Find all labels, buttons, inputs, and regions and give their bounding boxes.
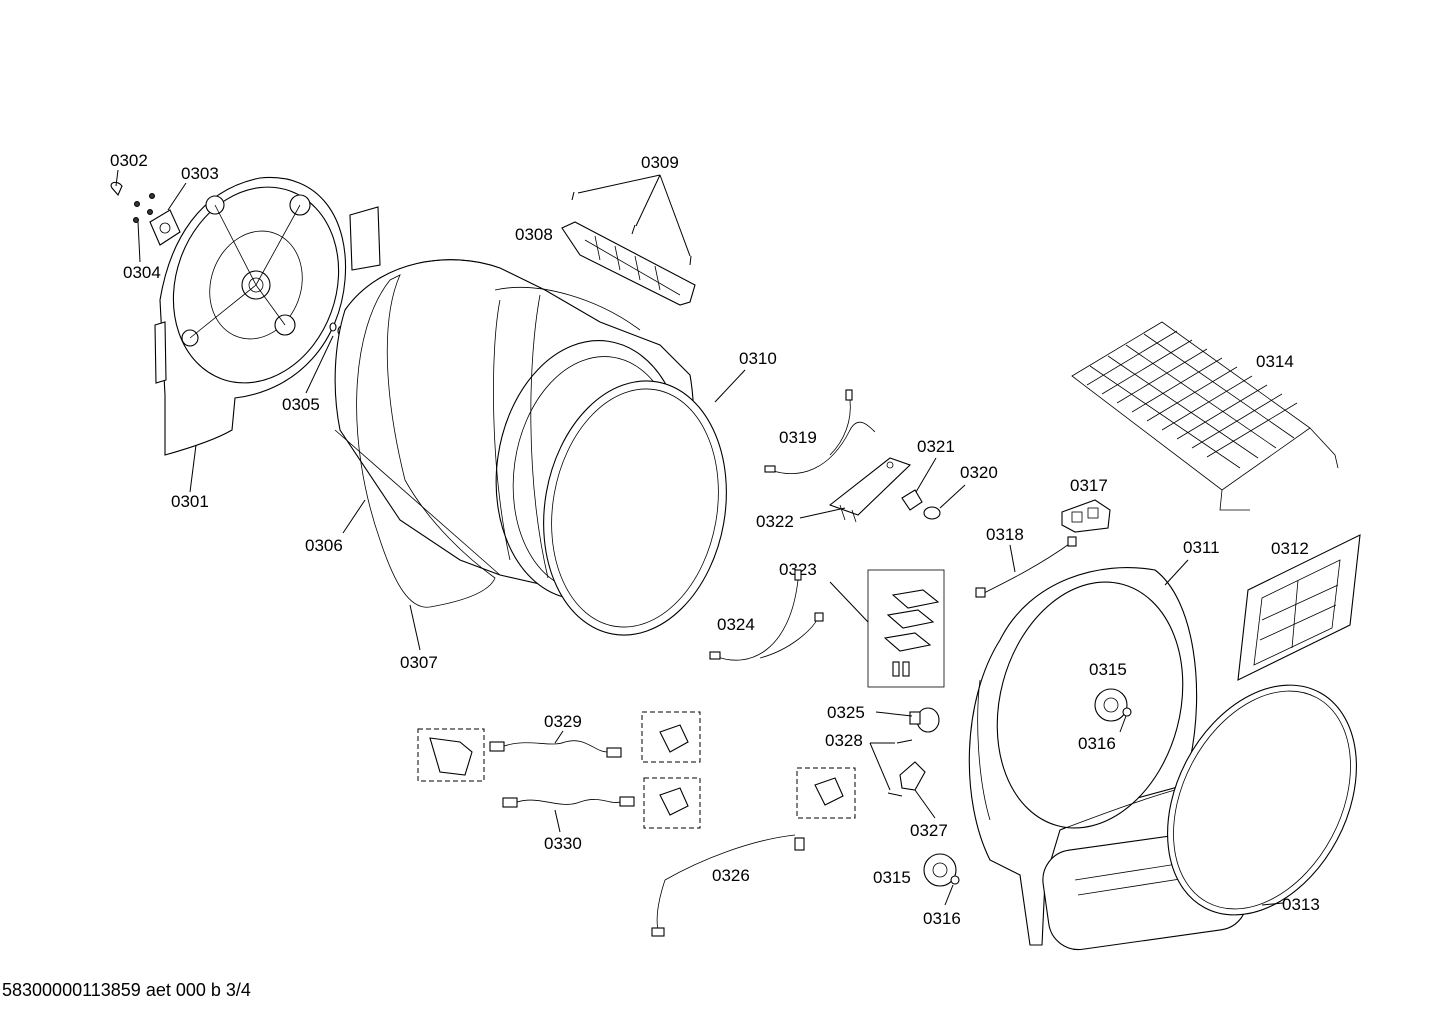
part-0323-sensor-set[interactable] <box>867 569 945 688</box>
callout-0315-upper: 0315 <box>1089 660 1127 679</box>
part-0322-sensor-bracket[interactable] <box>828 457 912 523</box>
part-0303-bearing-bracket[interactable] <box>149 209 181 246</box>
part-0326-sensor-wire[interactable] <box>651 834 805 937</box>
part-thermostat-box-3[interactable] <box>796 767 856 819</box>
callout-0304: 0304 <box>123 263 161 282</box>
callout-0311: 0311 <box>1183 538 1220 557</box>
callout-0312: 0312 <box>1271 539 1309 558</box>
callout-0318: 0318 <box>986 525 1024 544</box>
part-0314-drying-rack[interactable] <box>1071 321 1339 511</box>
part-0319-wire[interactable] <box>764 389 876 474</box>
drawing-reference-number: 58300000113859 aet 000 b 3/4 <box>2 980 251 1000</box>
part-0313-door-gasket[interactable] <box>1130 652 1395 947</box>
part-0324-wire[interactable] <box>709 569 824 661</box>
callout-0306: 0306 <box>305 536 343 555</box>
callout-0327: 0327 <box>910 821 948 840</box>
part-0312-lint-filter[interactable] <box>1237 534 1361 681</box>
callout-0309: 0309 <box>641 153 679 172</box>
part-0304-screws[interactable] <box>133 193 155 223</box>
callout-0321: 0321 <box>917 437 955 456</box>
part-0309-screws[interactable] <box>571 191 692 266</box>
callout-0322: 0322 <box>756 512 794 531</box>
callout-0329: 0329 <box>544 712 582 731</box>
part-0316-clip-lower[interactable] <box>950 875 960 885</box>
part-0311-front-bearing-panel[interactable] <box>968 561 1251 953</box>
part-0321-thermistor[interactable] <box>901 489 923 511</box>
callout-0319: 0319 <box>779 428 817 447</box>
callout-0317: 0317 <box>1070 476 1108 495</box>
callout-0308: 0308 <box>515 225 553 244</box>
part-0325-knob[interactable] <box>909 707 940 733</box>
callout-0324: 0324 <box>717 615 755 634</box>
part-thermostat-box-1[interactable] <box>641 711 701 763</box>
part-0327-thermostat[interactable] <box>899 761 926 791</box>
part-0316-clip-upper[interactable] <box>1122 707 1132 717</box>
part-0329-harness[interactable] <box>417 728 622 782</box>
part-0330-harness[interactable] <box>502 796 635 808</box>
part-0307-belt[interactable] <box>356 274 496 608</box>
callout-0316-lower: 0316 <box>923 909 961 928</box>
callout-0314: 0314 <box>1256 352 1294 371</box>
callout-0320: 0320 <box>960 463 998 482</box>
callout-0310: 0310 <box>739 349 777 368</box>
callout-0301: 0301 <box>171 492 209 511</box>
callout-0303: 0303 <box>181 164 219 183</box>
part-0308-baffle[interactable] <box>561 221 696 306</box>
part-0315-roller-lower[interactable] <box>923 853 957 887</box>
callout-0325: 0325 <box>827 703 865 722</box>
callout-0307: 0307 <box>400 653 438 672</box>
part-0301-rear-plate[interactable] <box>147 164 381 456</box>
part-0315-roller-upper[interactable] <box>1094 688 1128 722</box>
part-0328-screws[interactable] <box>887 739 913 797</box>
callout-0326: 0326 <box>712 866 750 885</box>
callout-0315-lower: 0315 <box>873 868 911 887</box>
callout-0305: 0305 <box>282 395 320 414</box>
callout-0330: 0330 <box>544 834 582 853</box>
callout-0316-upper: 0316 <box>1078 734 1116 753</box>
callout-0328: 0328 <box>825 731 863 750</box>
part-0320-cap[interactable] <box>923 506 941 520</box>
callout-0302: 0302 <box>110 151 148 170</box>
part-0317-connector[interactable] <box>1061 499 1111 533</box>
part-0318-wire[interactable] <box>975 536 1077 598</box>
callout-0313: 0313 <box>1282 895 1320 914</box>
part-thermostat-box-2[interactable] <box>643 777 701 829</box>
part-0310-front-seal[interactable] <box>524 366 746 649</box>
